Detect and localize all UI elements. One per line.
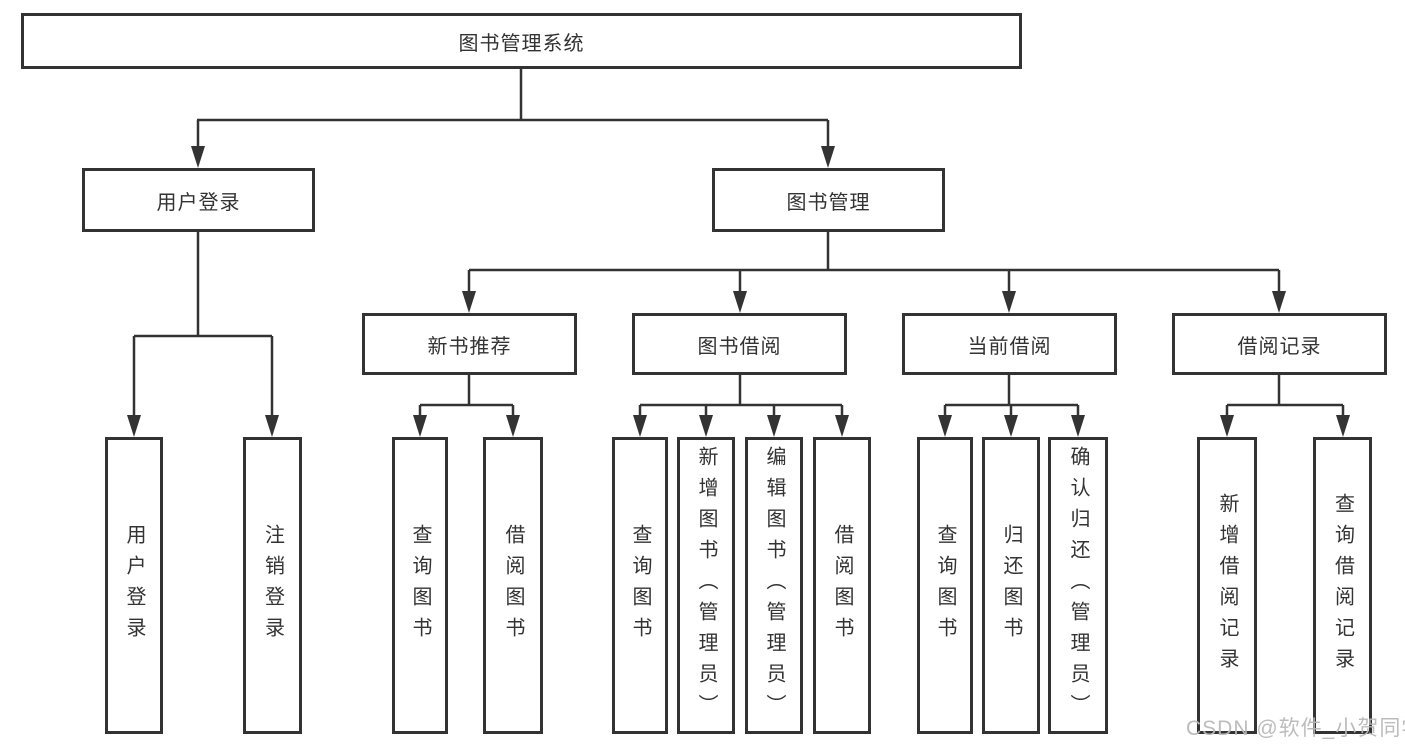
leaf-logout: 注销登录 [243,437,302,734]
node-label: 借阅记录 [1237,335,1322,358]
node-current-borrowing: 当前借阅 [902,313,1117,375]
node-label: 用户登录 [123,523,145,648]
node-label: 图书管理 [786,191,871,214]
connector-user-login [127,232,279,437]
csdn-watermark: CSDN @软件_小贺同学 [1186,717,1405,740]
node-book-management: 图书管理 [712,168,945,232]
connector-new-books [413,375,520,437]
node-system-root: 图书管理系统 [21,13,1022,69]
leaf-borrow-books-1: 借阅图书 [483,437,543,734]
node-label: 借阅图书 [831,523,853,648]
node-label: 查询图书 [934,523,956,648]
leaf-add-books-admin: 新增图书（管理员） [677,437,735,734]
node-label: 图书管理系统 [458,32,585,55]
node-label: 查询图书 [629,523,651,648]
node-label: 当前借阅 [967,335,1052,358]
connector-root [191,69,835,168]
leaf-query-books-3: 查询图书 [917,437,973,734]
node-label: 新书推荐 [427,335,512,358]
connector-book-mgmt [462,232,1286,313]
leaf-borrow-books-2: 借阅图书 [813,437,871,734]
node-label: 注销登录 [261,523,284,648]
connector-borrow-records [1220,375,1350,437]
node-label: 新增借阅记录 [1216,492,1238,679]
leaf-return-books: 归还图书 [982,437,1040,734]
leaf-user-login: 用户登录 [105,437,163,734]
leaf-edit-books-admin: 编辑图书（管理员） [745,437,803,734]
leaf-query-books-1: 查询图书 [392,437,448,734]
node-user-login: 用户登录 [82,168,315,232]
node-label: 查询图书 [409,523,431,648]
connector-current-borrow [938,375,1085,437]
node-label: 查询借阅记录 [1331,492,1354,679]
node-label: 借阅图书 [502,523,524,648]
node-book-borrowing: 图书借阅 [632,313,847,375]
node-label: 图书借阅 [697,335,782,358]
node-label: 编辑图书（管理员） [763,446,785,725]
node-label: 新增图书（管理员） [695,446,717,725]
leaf-query-borrow-record: 查询借阅记录 [1313,437,1372,734]
node-label: 归还图书 [1000,523,1022,648]
leaf-confirm-return-admin: 确认归还（管理员） [1048,437,1108,734]
node-label: 用户登录 [156,191,241,214]
node-label: 确认归还（管理员） [1067,446,1089,725]
connector-book-borrow [633,375,849,437]
node-new-book-recommend: 新书推荐 [362,313,577,375]
leaf-add-borrow-record: 新增借阅记录 [1197,437,1257,734]
node-borrowing-records: 借阅记录 [1172,313,1387,375]
leaf-query-books-2: 查询图书 [612,437,668,734]
